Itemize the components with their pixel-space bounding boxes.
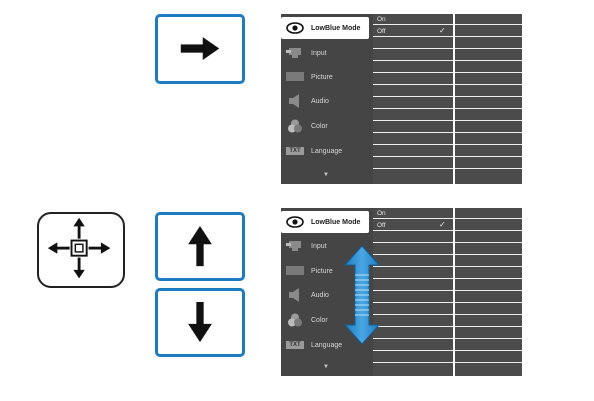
row-divider — [373, 156, 522, 157]
txt-icon: TXT — [281, 341, 309, 349]
row-divider — [373, 242, 522, 243]
option-on[interactable]: On — [377, 16, 386, 23]
row-divider — [373, 96, 522, 97]
row-divider — [373, 84, 522, 85]
four-way-arrows-icon — [47, 217, 111, 279]
values-column — [455, 14, 522, 184]
down-arrow-icon — [188, 301, 212, 343]
menu-item-label: Color — [311, 122, 328, 130]
row-divider — [373, 120, 522, 121]
row-divider — [373, 278, 522, 279]
menu-item-label: Input — [311, 49, 327, 57]
row-divider — [373, 290, 522, 291]
row-divider — [373, 326, 522, 327]
input-icon — [281, 240, 309, 252]
menu-item-audio[interactable]: Audio — [281, 90, 369, 112]
menu-item-color[interactable]: Color — [281, 309, 369, 331]
row-divider — [373, 108, 522, 109]
row-divider — [373, 48, 522, 49]
menu-item-label: Language — [311, 147, 343, 155]
speaker-icon — [281, 288, 309, 302]
menu-item-picture[interactable]: Picture — [281, 66, 369, 88]
right-arrow-button[interactable] — [155, 14, 245, 84]
option-on[interactable]: On — [377, 210, 386, 217]
txt-icon: TXT — [281, 147, 309, 155]
column-divider — [453, 14, 455, 184]
scroll-down-indicator[interactable]: ▼ — [323, 172, 329, 178]
row-divider — [373, 230, 522, 231]
row-divider — [373, 218, 522, 219]
menu-item-label: Audio — [311, 291, 329, 299]
column-divider — [453, 208, 455, 376]
options-column — [373, 14, 453, 184]
row-divider — [373, 254, 522, 255]
picture-icon — [281, 265, 309, 277]
menu-item-picture[interactable]: Picture — [281, 260, 369, 282]
values-column — [455, 208, 522, 376]
right-arrow-icon — [180, 37, 220, 60]
up-down-scroll-arrow-icon — [344, 245, 380, 345]
color-circles-icon — [281, 119, 309, 133]
row-divider — [373, 350, 522, 351]
menu-item-label: Color — [311, 316, 328, 324]
row-divider — [373, 168, 522, 169]
osd-menu-bottom: LowBlue Mode Input Picture Audio Color — [281, 208, 522, 376]
menu-item-language[interactable]: TXT Language — [281, 334, 369, 356]
navigation-pad[interactable] — [37, 212, 125, 288]
row-divider — [373, 36, 522, 37]
eye-icon — [281, 22, 309, 34]
row-divider — [373, 60, 522, 61]
row-divider — [373, 314, 522, 315]
up-arrow-icon — [188, 225, 212, 267]
scroll-down-indicator[interactable]: ▼ — [323, 364, 329, 370]
menu-item-label: Picture — [311, 267, 333, 275]
down-arrow-button[interactable] — [155, 288, 245, 357]
menu-item-language[interactable]: TXT Language — [281, 140, 369, 162]
osd-options-area: On Off ✓ — [373, 208, 522, 376]
osd-options-area: On Off ✓ — [373, 14, 522, 184]
menu-item-label: Audio — [311, 97, 329, 105]
speaker-icon — [281, 94, 309, 108]
menu-item-label: Picture — [311, 73, 333, 81]
input-icon — [281, 47, 309, 59]
menu-item-label: LowBlue Mode — [311, 218, 361, 226]
options-column — [373, 208, 453, 376]
eye-icon — [281, 216, 309, 228]
row-divider — [373, 338, 522, 339]
row-divider — [373, 72, 522, 73]
menu-item-color[interactable]: Color — [281, 115, 369, 137]
osd-sidebar: LowBlue Mode Input Picture Audio Color — [281, 14, 371, 184]
row-divider — [373, 362, 522, 363]
row-divider — [373, 24, 522, 25]
osd-menu-top: LowBlue Mode Input Picture Audio Color — [281, 14, 522, 184]
row-divider — [373, 132, 522, 133]
menu-item-label: LowBlue Mode — [311, 24, 361, 32]
checkmark-icon: ✓ — [439, 26, 446, 35]
picture-icon — [281, 71, 309, 83]
option-off[interactable]: Off — [377, 222, 386, 229]
menu-item-input[interactable]: Input — [281, 235, 369, 257]
color-circles-icon — [281, 313, 309, 327]
checkmark-icon: ✓ — [439, 220, 446, 229]
menu-item-label: Language — [311, 341, 343, 349]
option-off[interactable]: Off — [377, 28, 386, 35]
up-arrow-button[interactable] — [155, 212, 245, 281]
menu-item-lowblue[interactable]: LowBlue Mode — [281, 17, 369, 39]
row-divider — [373, 302, 522, 303]
row-divider — [373, 144, 522, 145]
menu-item-label: Input — [311, 242, 327, 250]
menu-item-audio[interactable]: Audio — [281, 284, 369, 306]
row-divider — [373, 266, 522, 267]
menu-item-lowblue[interactable]: LowBlue Mode — [281, 211, 369, 233]
menu-item-input[interactable]: Input — [281, 42, 369, 64]
